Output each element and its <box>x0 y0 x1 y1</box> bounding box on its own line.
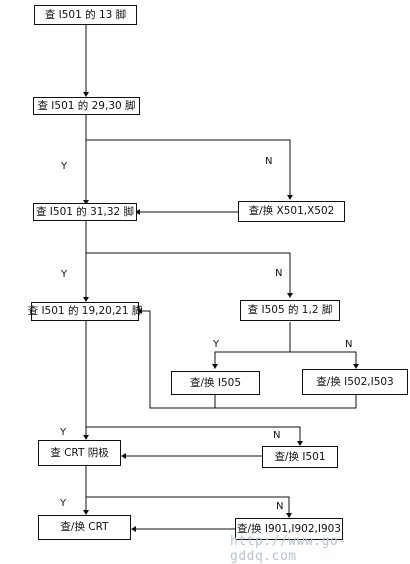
arrowhead <box>135 209 140 215</box>
watermark-text: http://www.go-gddq.com <box>230 534 347 564</box>
connector-b9-b12 <box>86 496 290 516</box>
branch-label-no: N <box>265 156 273 167</box>
arrowhead <box>287 195 293 200</box>
arrowhead <box>83 200 89 205</box>
arrowhead <box>137 308 142 314</box>
branch-label-no: N <box>276 501 284 512</box>
connector-b3-b6 <box>86 252 291 296</box>
box-replace-i501: 查/换 I501 <box>262 446 338 468</box>
box-replace-crt: 查/换 CRT <box>38 515 131 540</box>
branch-label-no: N <box>273 430 281 441</box>
branch-label-no: N <box>275 268 283 279</box>
box-check-i501-pin31-32: 查 I501 的 31,32 脚 <box>33 203 137 221</box>
arrowhead <box>83 92 89 97</box>
box-replace-i502-i503: 查/换 I502,I503 <box>302 369 408 395</box>
arrowhead <box>212 364 218 369</box>
connector-b2-b4 <box>86 139 291 198</box>
connector-b5-b10 <box>86 426 301 444</box>
box-check-i501-pin13: 查 I501 的 13 脚 <box>34 5 137 25</box>
box-check-i505-pin1-2: 查 I505 的 1,2 脚 <box>240 300 340 321</box>
arrowhead <box>353 364 359 369</box>
arrowhead <box>121 453 126 459</box>
arrowhead <box>83 435 89 440</box>
branch-label-yes: Y <box>213 339 220 350</box>
branch-label-yes: Y <box>60 498 67 509</box>
arrowhead <box>287 293 293 298</box>
arrowhead <box>83 297 89 302</box>
box-replace-i505: 查/换 I505 <box>171 371 260 395</box>
arrowhead <box>286 513 292 518</box>
arrowhead <box>297 441 303 446</box>
branch-label-yes: Y <box>60 427 67 438</box>
connector-b6-b8 <box>290 351 357 367</box>
connector-feedback-b5 <box>139 310 357 409</box>
arrowhead <box>131 526 136 532</box>
box-check-i501-pin29-30: 查 I501 的 29,30 脚 <box>33 97 140 115</box>
branch-label-no: N <box>345 339 353 350</box>
arrowhead <box>83 510 89 515</box>
box-check-i501-pin19-21: 查 I501 的 19,20,21 脚 <box>28 302 142 321</box>
connector-b6-b7 <box>214 322 291 367</box>
box-check-crt-cathode: 查 CRT 阴极 <box>38 440 121 466</box>
branch-label-yes: Y <box>61 269 68 280</box>
box-replace-i901-i903: 查/换 I901,I902,I903 <box>235 518 343 540</box>
box-replace-x501-x502: 查/换 X501,X502 <box>238 201 345 222</box>
branch-label-yes: Y <box>61 161 68 172</box>
